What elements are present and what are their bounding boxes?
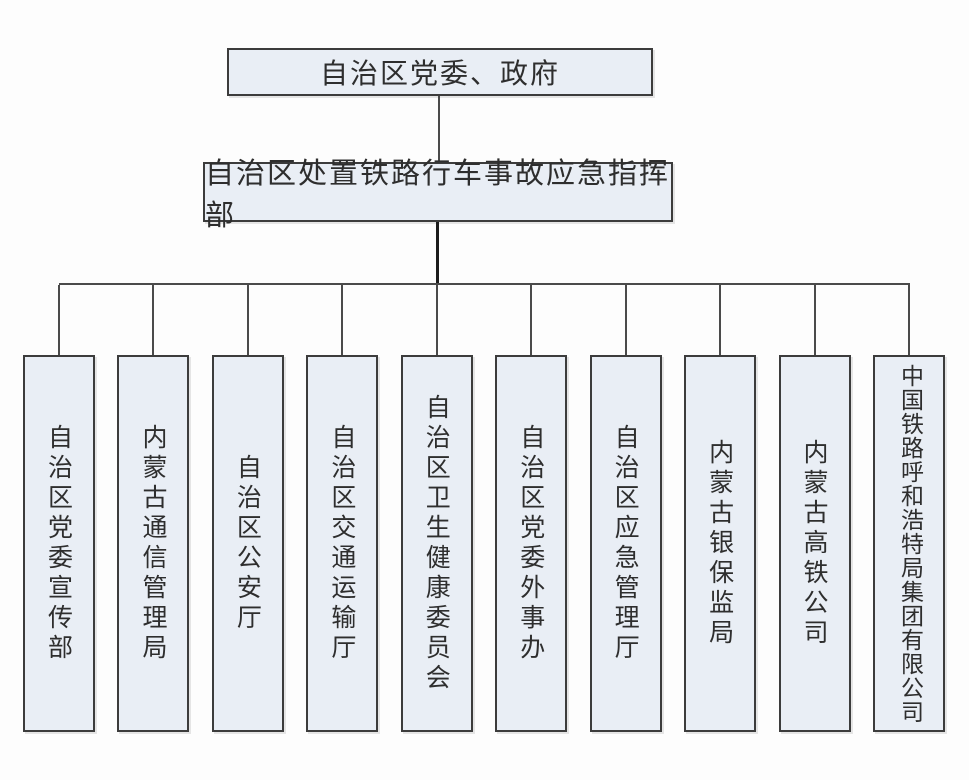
member-label: 自治区交通运输厅 — [327, 423, 357, 664]
member-label: 自治区应急管理厅 — [611, 423, 641, 664]
connector-drop-line — [530, 285, 533, 355]
connector-drop-line — [246, 285, 249, 355]
connector-root-to-hq — [438, 96, 440, 162]
member-label: 内蒙古银保监局 — [705, 438, 735, 649]
connector-drop-line — [813, 285, 816, 355]
member-box: 自治区公安厅 — [211, 355, 284, 732]
member-label: 自治区党委宣传部 — [44, 423, 74, 664]
member-box: 自治区卫生健康委员会 — [400, 355, 473, 732]
connector-drop-line — [435, 285, 438, 355]
org-root-box: 自治区党委、政府 — [227, 48, 653, 96]
member-box: 内蒙古高铁公司 — [778, 355, 851, 732]
member-box: 内蒙古通信管理局 — [117, 355, 190, 732]
connector-drop-line — [152, 285, 155, 355]
member-box: 自治区党委宣传部 — [23, 355, 95, 732]
member-label: 内蒙古高铁公司 — [800, 438, 829, 649]
member-label: 自治区卫生健康委员会 — [422, 393, 452, 694]
member-box: 内蒙古银保监局 — [684, 355, 757, 732]
member-column: 自治区卫生健康委员会 — [400, 285, 473, 732]
member-column: 自治区交通运输厅 — [306, 285, 379, 732]
member-box: 自治区党委外事办 — [495, 355, 568, 732]
connector-drop-line — [907, 285, 910, 355]
member-label: 中国铁路呼和浩特局集团有限公司 — [896, 363, 923, 724]
member-column: 中国铁路呼和浩特局集团有限公司 — [872, 285, 945, 732]
member-label: 内蒙古通信管理局 — [138, 423, 168, 664]
member-column: 自治区公安厅 — [211, 285, 284, 732]
member-box: 自治区交通运输厅 — [306, 355, 379, 732]
member-columns: 自治区党委宣传部 内蒙古通信管理局 自治区公安厅 自治区交通运输厅 自治区卫生健 — [23, 285, 945, 732]
connector-bus-line — [59, 283, 910, 285]
member-box: 中国铁路呼和浩特局集团有限公司 — [872, 355, 945, 732]
member-column: 自治区应急管理厅 — [589, 285, 662, 732]
member-label: 自治区党委外事办 — [516, 423, 546, 664]
member-column: 内蒙古高铁公司 — [778, 285, 851, 732]
member-column: 自治区党委外事办 — [495, 285, 568, 732]
member-column: 自治区党委宣传部 — [23, 285, 95, 732]
org-headquarters-box: 自治区处置铁路行车事故应急指挥部 — [203, 156, 673, 232]
member-column: 内蒙古通信管理局 — [117, 285, 190, 732]
member-column: 内蒙古银保监局 — [684, 285, 757, 732]
connector-hq-to-bus — [436, 222, 439, 285]
connector-drop-line — [624, 285, 627, 355]
member-label: 自治区公安厅 — [233, 453, 263, 634]
connector-drop-line — [719, 285, 722, 355]
connector-drop-line — [58, 285, 60, 355]
connector-drop-line — [341, 285, 344, 355]
member-box: 自治区应急管理厅 — [589, 355, 662, 732]
